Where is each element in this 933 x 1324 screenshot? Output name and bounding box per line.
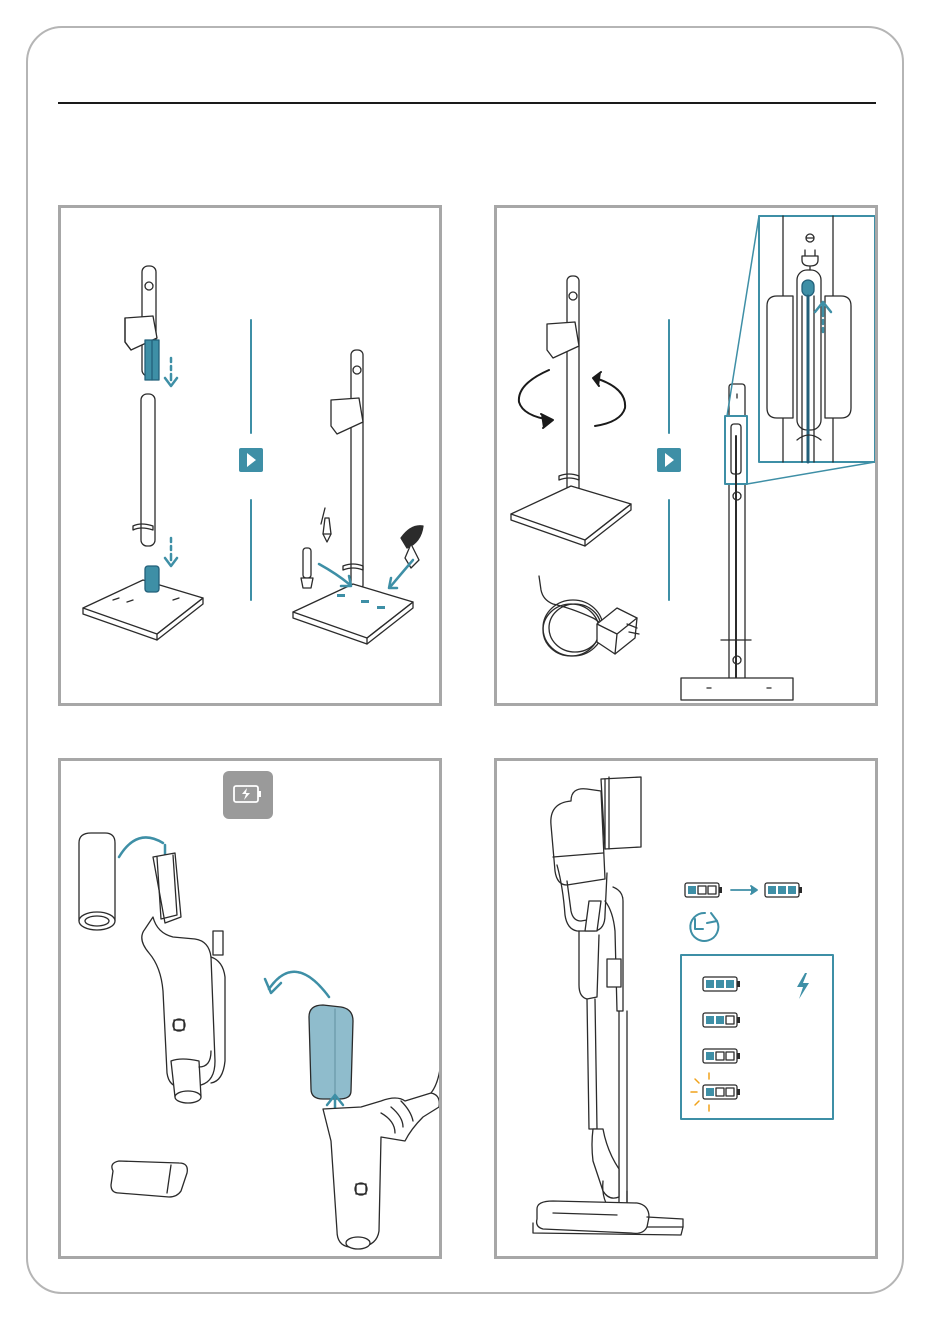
panel-charging-status [494, 758, 878, 1259]
battery-full-icon [765, 883, 802, 897]
panel-connect-charger [494, 205, 878, 706]
charger-adapter-icon [597, 608, 639, 654]
battery-pack-icon [79, 833, 115, 930]
battery-empty-icon [685, 883, 722, 897]
battery-pack-icon [309, 1005, 353, 1099]
battery-charge-badge-icon [223, 771, 273, 819]
battery-levels-icon [681, 955, 833, 1119]
battery-pack-icon [111, 1161, 187, 1197]
stand-post-icon [125, 266, 159, 380]
base-plate-icon [83, 566, 203, 640]
vacuum-handle-icon [142, 853, 225, 1103]
arrow-down-icon [165, 538, 177, 566]
zoom-detail-icon [727, 216, 875, 484]
panel-assemble-stand [58, 205, 442, 706]
cable-icon [539, 576, 603, 656]
next-step-arrow-icon [657, 448, 681, 472]
lightning-icon [797, 973, 809, 999]
timer-icon [690, 913, 718, 941]
base-plate-icon [293, 584, 413, 644]
header-rule [58, 102, 876, 104]
arrow-down-icon [165, 358, 177, 386]
curved-arrow-icon [265, 972, 329, 997]
next-step-arrow-icon [239, 448, 263, 472]
panel-insert-battery [58, 758, 442, 1259]
